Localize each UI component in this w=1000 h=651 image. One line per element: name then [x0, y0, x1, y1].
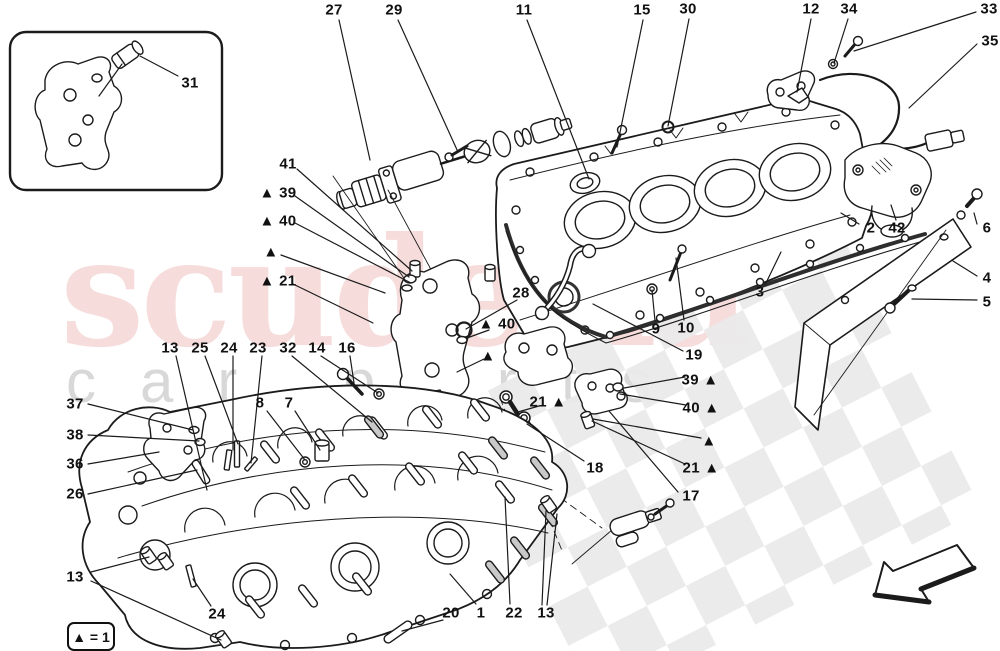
callout-41: 41	[279, 155, 297, 173]
callout-29: 29	[385, 1, 403, 19]
callout-21: 21 ▲	[529, 393, 567, 411]
callout-30: 30	[679, 0, 697, 18]
callout-triangle: ▲	[480, 347, 496, 365]
callout-19: 19	[685, 346, 703, 364]
cam-cover	[495, 98, 874, 350]
callout-24: 24	[220, 339, 238, 357]
callout-5: 5	[982, 293, 992, 311]
side-plate	[794, 188, 983, 431]
callout-triangle: ▲	[701, 432, 717, 450]
callout-40: 40 ▲	[682, 399, 720, 417]
callout-22: 22	[505, 604, 523, 622]
callout-7: 7	[284, 394, 294, 412]
legend-box: ▲ = 1	[67, 622, 115, 651]
callout-20: 20	[442, 604, 460, 622]
callout-33: 33	[980, 0, 998, 18]
callout-23: 23	[249, 339, 267, 357]
callout-42: 42	[888, 219, 906, 237]
callout-31: 31	[181, 74, 199, 92]
callout-28: 28	[512, 284, 530, 302]
inset-bracket-part	[34, 56, 123, 171]
callout-39: ▲ 39	[259, 184, 297, 202]
cam-sensor-cable	[766, 35, 965, 152]
callout-13: 13	[66, 568, 84, 586]
callout-10: 10	[677, 319, 695, 337]
callout-triangle: ▲	[263, 243, 279, 261]
callout-25: 25	[191, 339, 209, 357]
callout-21: 21 ▲	[682, 459, 720, 477]
callout-2: 2	[866, 219, 876, 237]
inset-plug-part-31	[111, 40, 144, 70]
head-small-parts	[138, 367, 558, 650]
callout-14: 14	[308, 339, 326, 357]
cam-position-sensor	[609, 498, 675, 548]
callout-38: 38	[66, 426, 84, 444]
sensor-cover-42	[843, 142, 932, 238]
callout-16: 16	[338, 339, 356, 357]
callout-21: ▲ 21	[259, 272, 297, 290]
callout-39: 39 ▲	[681, 371, 719, 389]
callout-26: 26	[66, 485, 84, 503]
timing-brackets	[390, 259, 628, 447]
callout-8: 8	[255, 394, 265, 412]
callout-35: 35	[981, 32, 999, 50]
callout-40: ▲ 40	[478, 315, 516, 333]
legend-text: ▲ = 1	[72, 628, 110, 645]
solenoid-screw-29	[444, 144, 469, 162]
cover-gasket	[504, 223, 928, 344]
callout-17: 17	[682, 487, 700, 505]
callout-34: 34	[840, 0, 858, 18]
solenoid-valve-assembly	[336, 117, 573, 210]
callout-24: 24	[208, 605, 226, 623]
leader-lines	[87, 11, 978, 641]
callout-4: 4	[982, 269, 992, 287]
direction-arrow	[872, 544, 977, 605]
callout-36: 36	[66, 455, 84, 473]
callout-13: 13	[161, 339, 179, 357]
callout-11: 11	[515, 1, 533, 19]
callout-27: 27	[325, 1, 343, 19]
callout-3: 3	[755, 283, 765, 301]
callout-1: 1	[476, 604, 486, 622]
oil-pipe	[534, 243, 597, 321]
inset-box	[8, 30, 224, 192]
callout-37: 37	[66, 395, 84, 413]
callout-15: 15	[633, 1, 651, 19]
callout-32: 32	[279, 339, 297, 357]
callout-13: 13	[537, 604, 555, 622]
callout-9: 9	[651, 320, 661, 338]
callout-18: 18	[586, 459, 604, 477]
callout-6: 6	[982, 219, 992, 237]
callout-12: 12	[802, 0, 820, 18]
callout-40: ▲ 40	[259, 212, 297, 230]
